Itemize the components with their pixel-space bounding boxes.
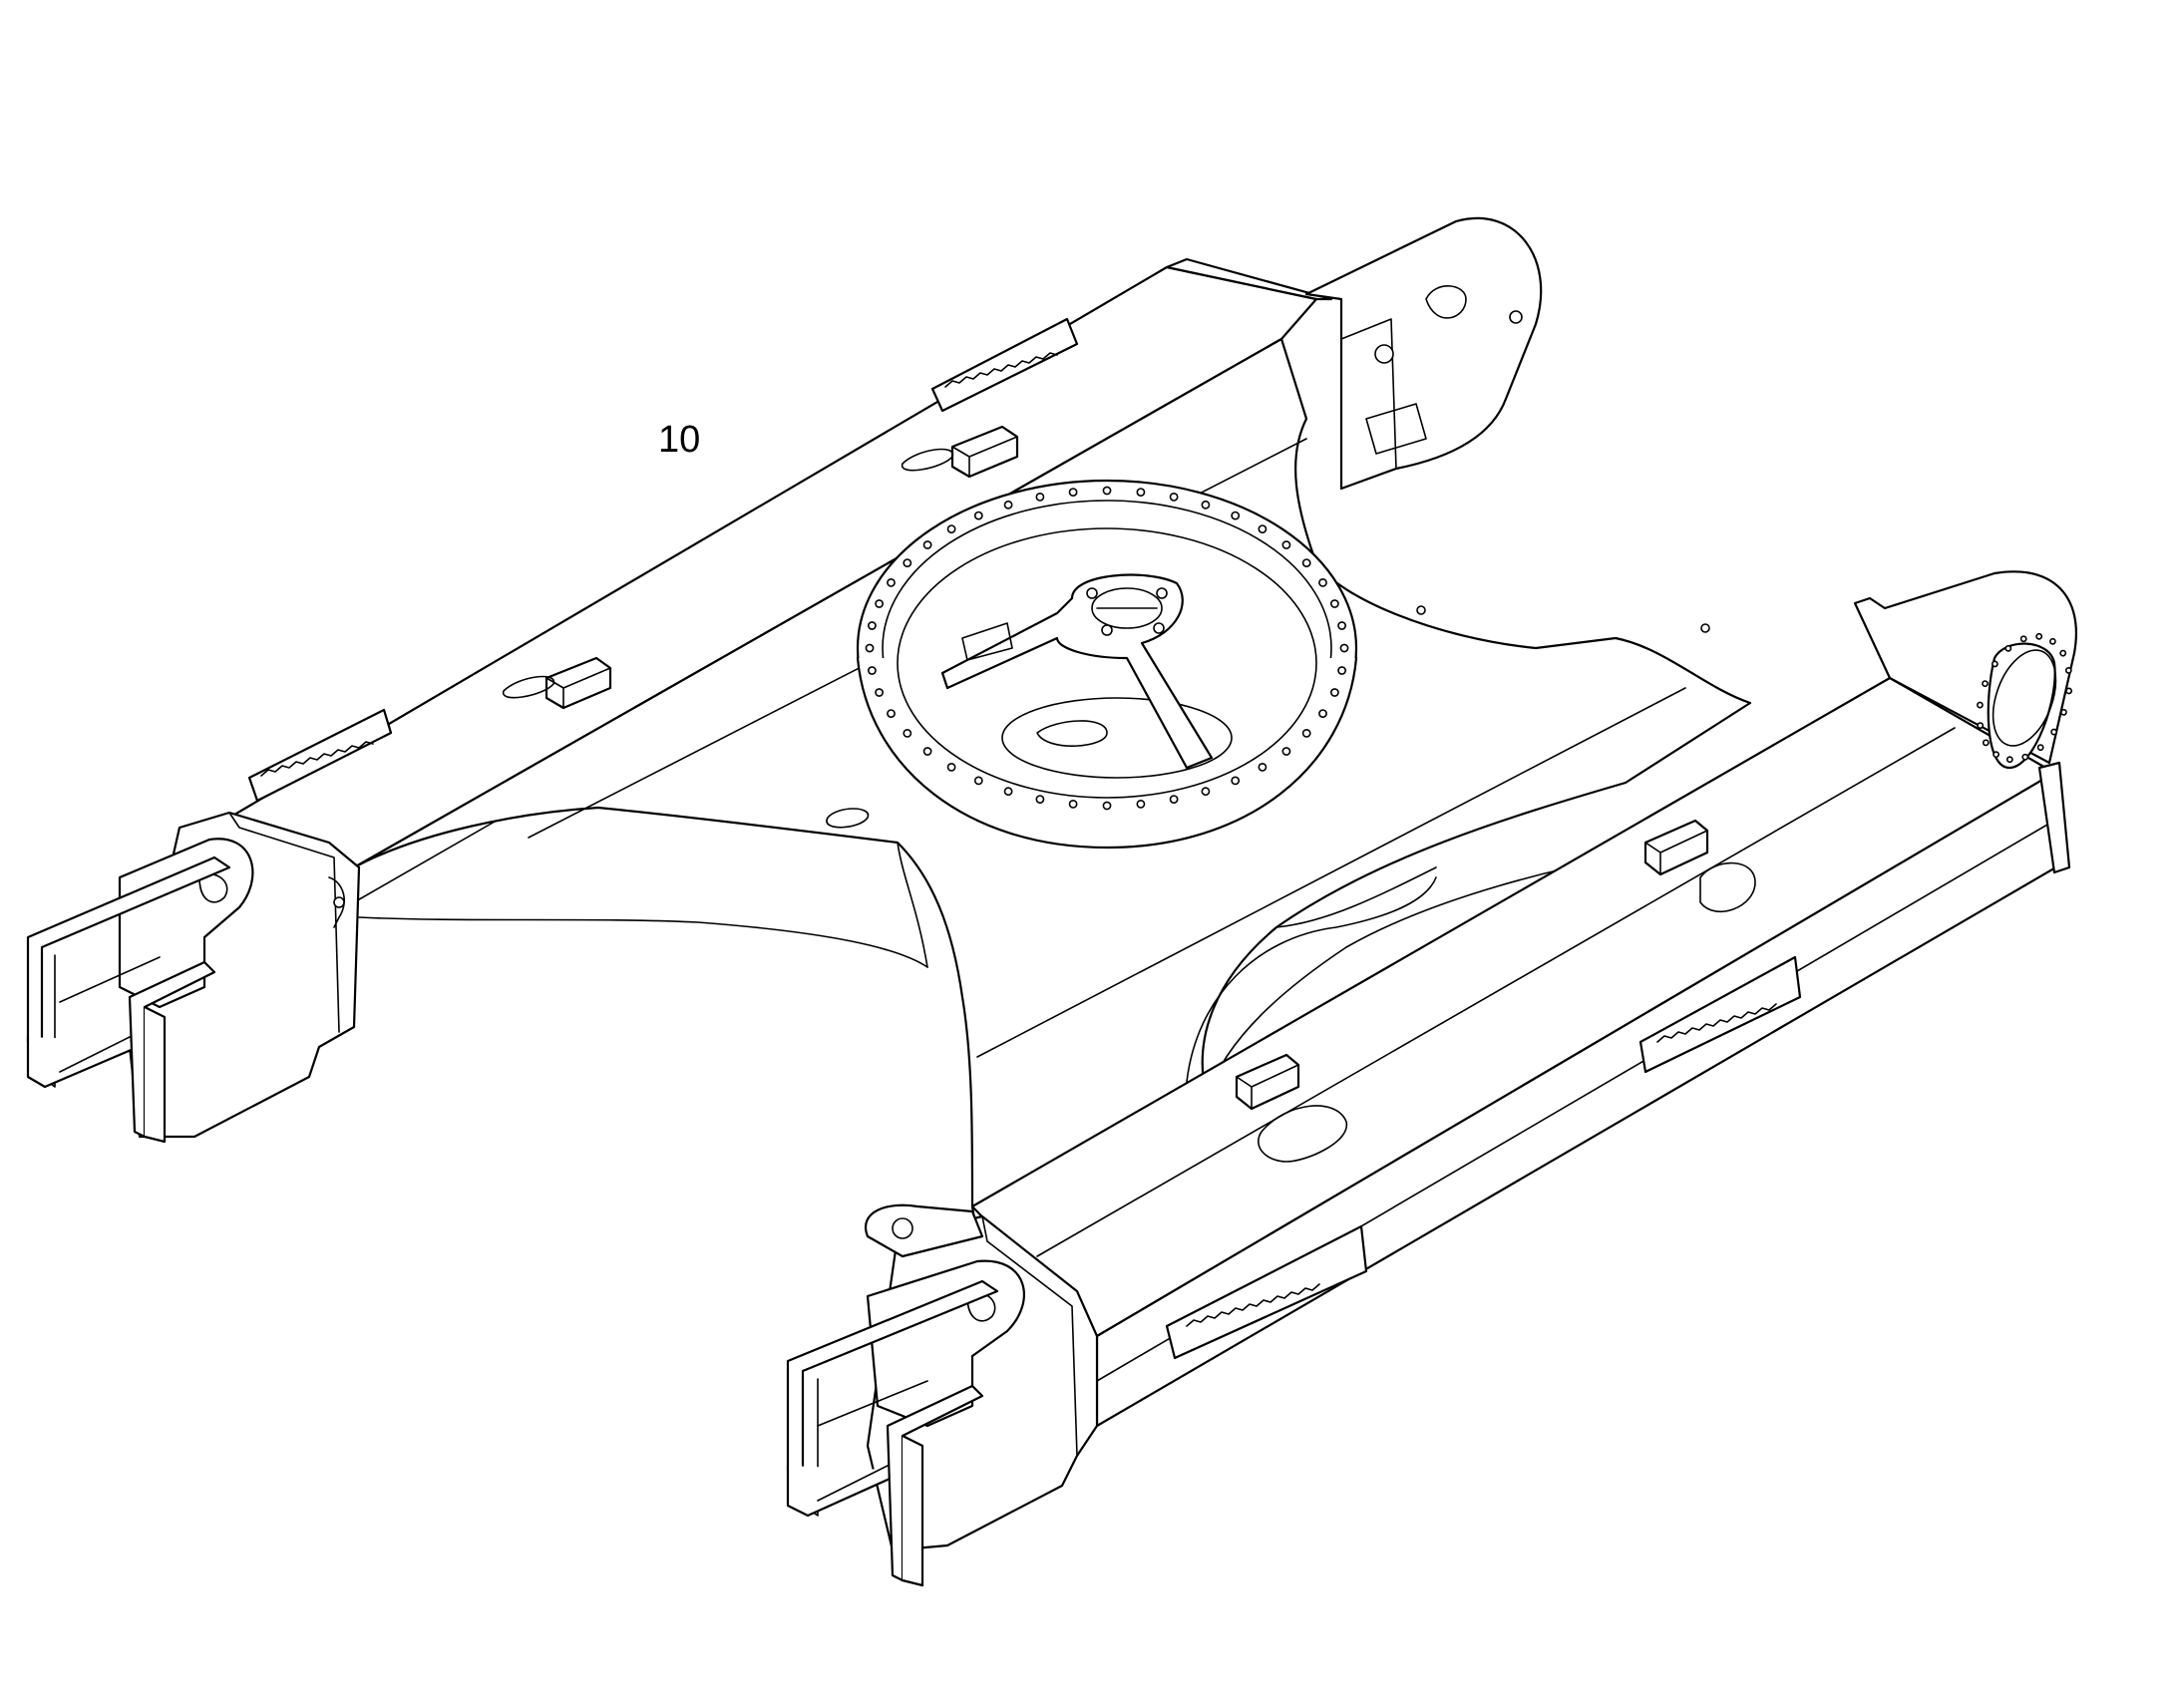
ring-bolt-hole-icon <box>1003 787 1013 797</box>
idler-bolt-hole-icon <box>2019 635 2027 643</box>
idler-bolt-hole-icon <box>1993 751 1999 759</box>
ring-bolt-hole-icon <box>1136 488 1146 497</box>
idler-bolt-hole-icon <box>2005 756 2013 764</box>
ring-bolt-hole-icon <box>1339 643 1349 653</box>
ring-bolt-hole-icon <box>1301 729 1311 738</box>
front-left-yoke <box>26 811 361 1144</box>
ring-bolt-hole-icon <box>1318 709 1327 718</box>
ring-bolt-hole-icon <box>1068 488 1078 497</box>
ring-bolt-hole-icon <box>1136 800 1146 809</box>
ring-bolt-hole-icon <box>1102 801 1112 811</box>
ring-bolt-hole-icon <box>868 666 877 675</box>
ring-bolt-holes <box>865 486 1349 811</box>
ring-bolt-hole-icon <box>1258 524 1268 533</box>
idler-bolt-hole-icon <box>2036 744 2044 752</box>
idler-bolt-hole-icon <box>2064 666 2072 674</box>
idler-bolt-hole-icon <box>2065 687 2073 695</box>
ring-bolt-hole-icon <box>1318 578 1327 587</box>
ring-bolt-hole-icon <box>1258 763 1268 772</box>
ring-bolt-hole-icon <box>875 599 884 608</box>
ring-bolt-hole-icon <box>868 621 877 630</box>
ring-bolt-hole-icon <box>887 709 896 718</box>
ring-bolt-hole-icon <box>1330 688 1339 697</box>
front-right-yoke <box>786 1203 1099 1587</box>
front-track-rail <box>970 570 2077 1428</box>
inspection-hole <box>1699 861 1756 913</box>
idler-bolt-hole-icon <box>2050 728 2058 736</box>
idler-bolt-hole-icon <box>1982 739 1990 747</box>
ring-bolt-hole-icon <box>1169 492 1179 502</box>
ring-bolt-hole-icon <box>946 763 956 772</box>
ring-bolt-hole-icon <box>1201 787 1211 797</box>
ring-bolt-hole-icon <box>903 558 912 567</box>
ring-bolt-hole-icon <box>875 688 884 697</box>
ring-bolt-hole-icon <box>1035 492 1045 502</box>
ring-bolt-hole-icon <box>1068 800 1078 809</box>
ring-bolt-hole-icon <box>1301 558 1311 567</box>
ring-bolt-hole-icon <box>1003 500 1013 510</box>
inspection-hole <box>1258 1105 1347 1163</box>
ring-bolt-hole-icon <box>1201 500 1211 510</box>
ring-bolt-hole-icon <box>922 540 932 549</box>
idler-bolt-hole-icon <box>2060 708 2067 716</box>
ring-bolt-hole-icon <box>887 578 896 587</box>
ring-bolt-hole-icon <box>1231 776 1241 786</box>
part-number-label: 10 <box>658 419 701 461</box>
idler-bolt-hole-icon <box>2021 753 2029 761</box>
ring-bolt-hole-icon <box>865 643 875 653</box>
idler-bolt-hole-icon <box>2035 632 2043 640</box>
ring-bolt-hole-icon <box>1337 666 1346 675</box>
ring-bolt-hole-icon <box>1035 795 1045 804</box>
idler-bolt-hole-icon <box>1982 680 1989 688</box>
idler-bolt-icon <box>1509 310 1523 324</box>
ring-bolt-hole-icon <box>1281 540 1291 549</box>
idler-bolt-hole-icon <box>1991 660 1998 668</box>
ring-bolt-hole-icon <box>1337 621 1346 630</box>
idler-bolt-hole-icon <box>1977 722 1985 730</box>
ring-bolt-hole-icon <box>1231 511 1241 520</box>
ring-bolt-hole-icon <box>1330 599 1339 608</box>
access-slot <box>826 808 869 829</box>
ring-bolt-hole-icon <box>922 747 932 756</box>
idler-bolt-hole-icon <box>2004 644 2012 652</box>
idler-bolt-hole-icon <box>2049 637 2056 645</box>
ring-bolt-hole-icon <box>973 511 983 520</box>
bumper-block <box>545 656 612 710</box>
ring-bolt-hole-icon <box>973 776 983 786</box>
ring-bolt-hole-icon <box>903 729 912 738</box>
ring-bolt-hole-icon <box>946 524 956 533</box>
idler-bolt-hole-icon <box>2059 649 2067 657</box>
slewing-ring <box>856 479 1358 850</box>
ring-bolt-hole-icon <box>1281 747 1291 756</box>
ring-bolt-hole-icon <box>1169 795 1179 804</box>
ring-bolt-hole-icon <box>1102 486 1112 496</box>
idler-bolt-hole-icon <box>1976 701 1984 709</box>
